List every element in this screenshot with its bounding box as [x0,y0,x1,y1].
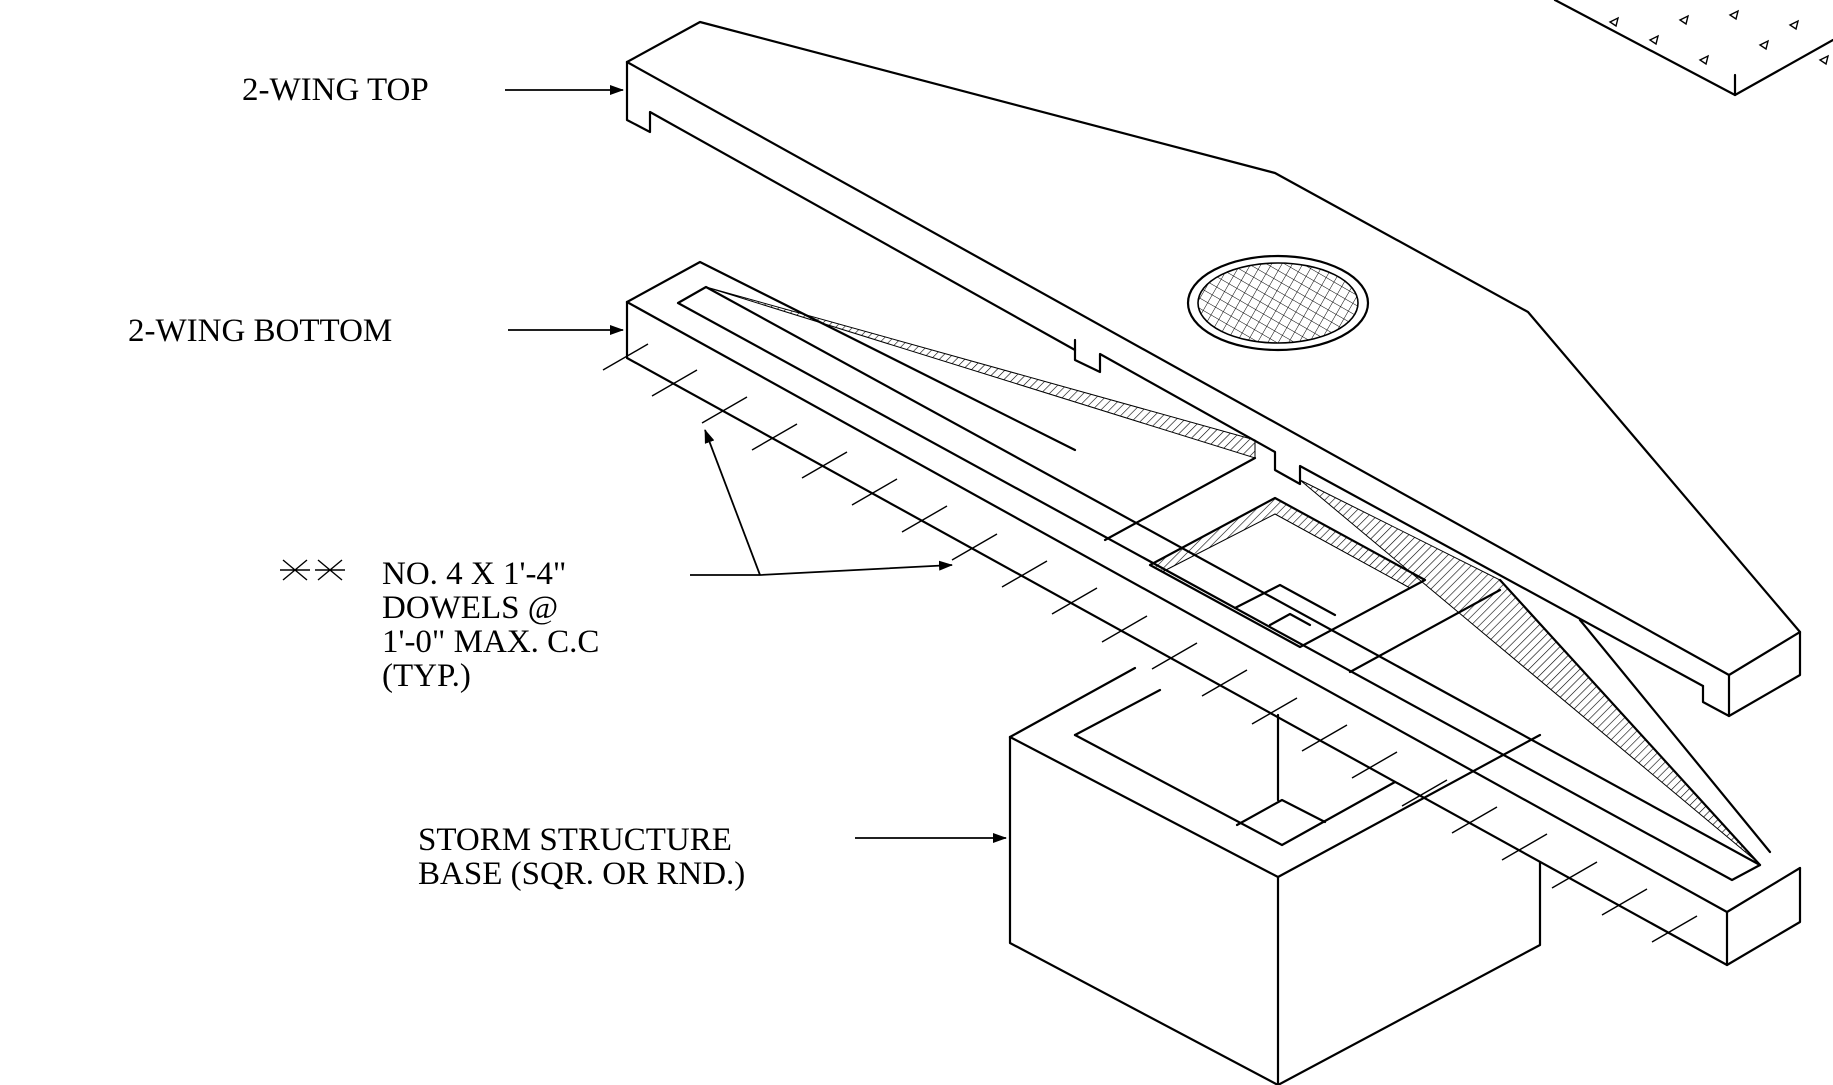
label-base-line1: STORM STRUCTURE [418,822,732,858]
concrete-slab-corner [1553,0,1833,97]
storm-structure-base [1008,666,1542,1085]
label-wing-top: 2-WING TOP [242,72,429,108]
label-wing-bottom: 2-WING BOTTOM [128,313,392,349]
label-dowels-line3: 1'-0" MAX. C.C [382,624,599,660]
dowels-leader-2 [704,429,761,576]
label-dowels-line1: NO. 4 X 1'-4" [382,556,566,592]
dowels-leader [690,560,953,576]
leader-lines [505,85,1007,843]
grate-icon [1186,254,1370,352]
label-dowels-line2: DOWELS @ [382,590,558,626]
label-base-line2: BASE (SQR. OR RND.) [418,856,745,892]
two-wing-top [625,20,1802,718]
two-wing-bottom [625,260,1802,967]
dowels [602,343,1698,943]
label-dowels-line4: (TYP.) [382,658,471,694]
inner-opening [1103,456,1502,674]
dowel-symbol-icon [280,559,345,581]
